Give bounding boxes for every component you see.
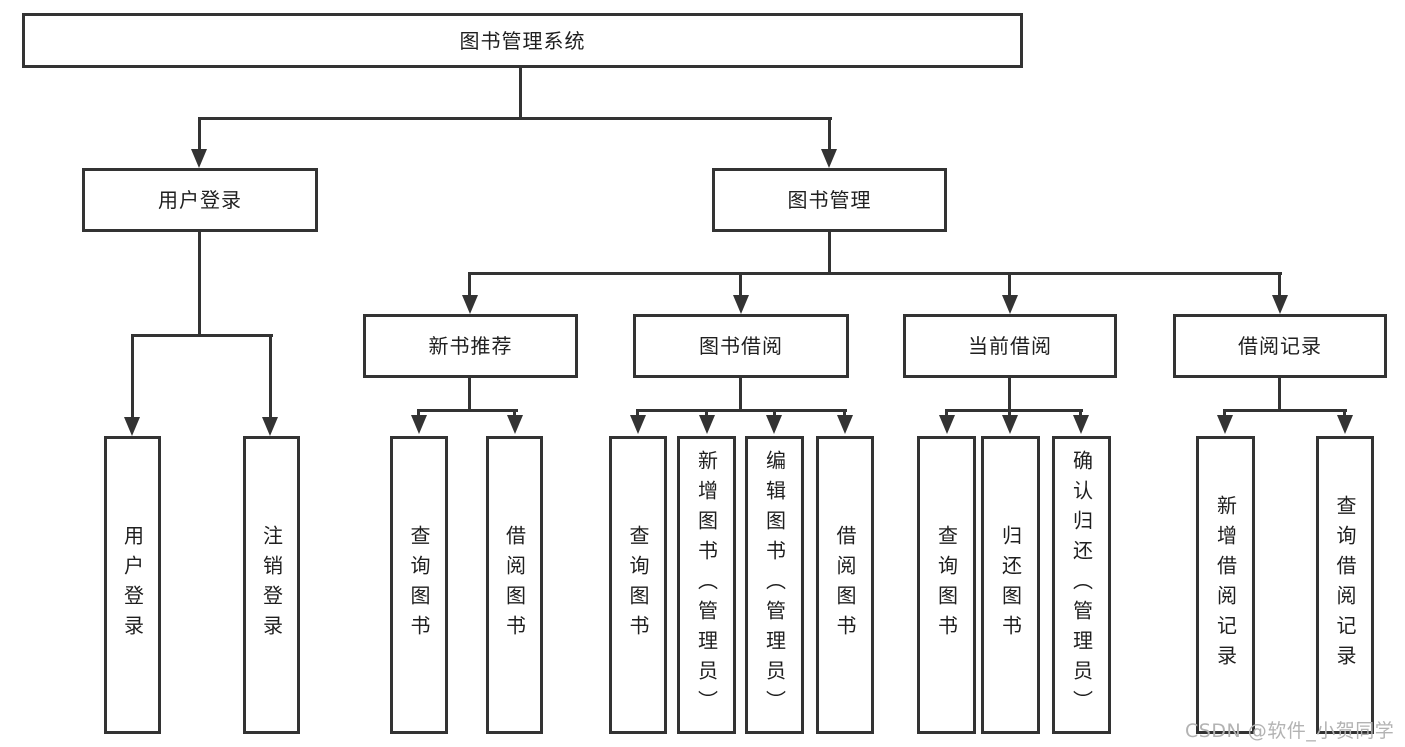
node-label: 新增图书（管理员） bbox=[694, 450, 719, 720]
connector-line bbox=[1008, 376, 1011, 412]
node-label: 编辑图书（管理员） bbox=[762, 450, 787, 720]
arrowhead-down-icon bbox=[837, 415, 853, 434]
leaf-query-book-current: 查询图书 bbox=[917, 436, 976, 734]
connector-line bbox=[519, 66, 522, 120]
node-label: 新书推荐 bbox=[428, 334, 513, 358]
node-label: 用户登录 bbox=[120, 525, 145, 645]
arrowhead-down-icon bbox=[262, 417, 278, 436]
connector-line bbox=[1223, 409, 1226, 417]
node-label: 新增借阅记录 bbox=[1213, 495, 1238, 675]
node-label: 当前借阅 bbox=[968, 334, 1052, 358]
leaf-return-book: 归还图书 bbox=[981, 436, 1040, 734]
connector-line bbox=[828, 117, 831, 151]
arrowhead-down-icon bbox=[699, 415, 715, 434]
node-label: 查询图书 bbox=[407, 525, 431, 645]
arrowhead-down-icon bbox=[1337, 415, 1353, 434]
connector-line bbox=[773, 409, 776, 417]
arrowhead-down-icon bbox=[124, 417, 140, 436]
arrowhead-down-icon bbox=[821, 149, 837, 168]
arrowhead-down-icon bbox=[411, 415, 427, 434]
connector-line bbox=[417, 409, 420, 417]
node-label: 图书管理 bbox=[787, 188, 872, 212]
leaf-edit-book-admin: 编辑图书（管理员） bbox=[745, 436, 804, 734]
leaf-borrow-book: 借阅图书 bbox=[816, 436, 874, 734]
node-label: 确认归还（管理员） bbox=[1069, 450, 1094, 720]
node-label: 查询图书 bbox=[626, 525, 650, 645]
leaf-query-book-borrowing: 查询图书 bbox=[609, 436, 667, 734]
connector-line bbox=[468, 272, 1282, 275]
node-label: 借阅记录 bbox=[1238, 334, 1322, 358]
connector-line bbox=[198, 117, 832, 120]
node-label: 归还图书 bbox=[998, 525, 1023, 645]
node-user-login: 用户登录 bbox=[82, 168, 318, 232]
connector-line bbox=[417, 409, 518, 412]
node-label: 查询图书 bbox=[934, 525, 959, 645]
leaf-borrow-book-recommend: 借阅图书 bbox=[486, 436, 543, 734]
node-label: 图书管理系统 bbox=[459, 28, 586, 53]
node-new-book-recommend: 新书推荐 bbox=[363, 314, 578, 378]
arrowhead-down-icon bbox=[1217, 415, 1233, 434]
csdn-watermark: CSDN @软件_小贺同学 bbox=[1185, 720, 1395, 742]
node-label: 注销登录 bbox=[259, 525, 284, 645]
connector-line bbox=[1278, 376, 1281, 412]
arrowhead-down-icon bbox=[939, 415, 955, 434]
connector-line bbox=[636, 409, 639, 417]
connector-line bbox=[945, 409, 1083, 412]
arrowhead-down-icon bbox=[766, 415, 782, 434]
arrowhead-down-icon bbox=[462, 295, 478, 314]
leaf-add-borrow-record: 新增借阅记录 bbox=[1196, 436, 1255, 734]
node-borrow-records: 借阅记录 bbox=[1173, 314, 1387, 378]
leaf-confirm-return-admin: 确认归还（管理员） bbox=[1052, 436, 1111, 734]
connector-line bbox=[1343, 409, 1346, 417]
arrowhead-down-icon bbox=[1002, 295, 1018, 314]
leaf-query-book-recommend: 查询图书 bbox=[390, 436, 448, 734]
node-label: 借阅图书 bbox=[502, 525, 527, 645]
connector-line bbox=[945, 409, 948, 417]
connector-line bbox=[198, 117, 201, 151]
connector-line bbox=[705, 409, 708, 417]
arrowhead-down-icon bbox=[1002, 415, 1018, 434]
connector-line bbox=[468, 272, 471, 297]
connector-line bbox=[739, 272, 742, 297]
connector-line bbox=[843, 409, 846, 417]
connector-line bbox=[828, 230, 831, 275]
node-current-borrowing: 当前借阅 bbox=[903, 314, 1117, 378]
node-label: 用户登录 bbox=[158, 188, 242, 212]
connector-line bbox=[269, 334, 272, 417]
arrowhead-down-icon bbox=[733, 295, 749, 314]
leaf-logout: 注销登录 bbox=[243, 436, 300, 734]
leaf-query-borrow-record: 查询借阅记录 bbox=[1316, 436, 1374, 734]
node-book-borrowing: 图书借阅 bbox=[633, 314, 849, 378]
arrowhead-down-icon bbox=[507, 415, 523, 434]
node-label: 查询借阅记录 bbox=[1333, 495, 1357, 675]
node-library-management-system: 图书管理系统 bbox=[22, 13, 1023, 68]
leaf-user-login: 用户登录 bbox=[104, 436, 161, 734]
connector-line bbox=[1079, 409, 1082, 417]
connector-line bbox=[513, 409, 516, 417]
connector-line bbox=[1223, 409, 1347, 412]
connector-line bbox=[131, 334, 273, 337]
node-label: 图书借阅 bbox=[699, 334, 783, 358]
connector-line bbox=[131, 334, 134, 417]
arrowhead-down-icon bbox=[1272, 295, 1288, 314]
connector-line bbox=[1278, 272, 1281, 297]
leaf-add-book-admin: 新增图书（管理员） bbox=[677, 436, 736, 734]
connector-line bbox=[739, 376, 742, 412]
connector-line bbox=[468, 376, 471, 412]
connector-line bbox=[1008, 409, 1011, 417]
arrowhead-down-icon bbox=[1073, 415, 1089, 434]
arrowhead-down-icon bbox=[630, 415, 646, 434]
arrowhead-down-icon bbox=[191, 149, 207, 168]
node-label: 借阅图书 bbox=[833, 525, 857, 645]
connector-line bbox=[1008, 272, 1011, 297]
connector-line bbox=[636, 409, 847, 412]
node-book-management: 图书管理 bbox=[712, 168, 947, 232]
connector-line bbox=[198, 230, 201, 337]
